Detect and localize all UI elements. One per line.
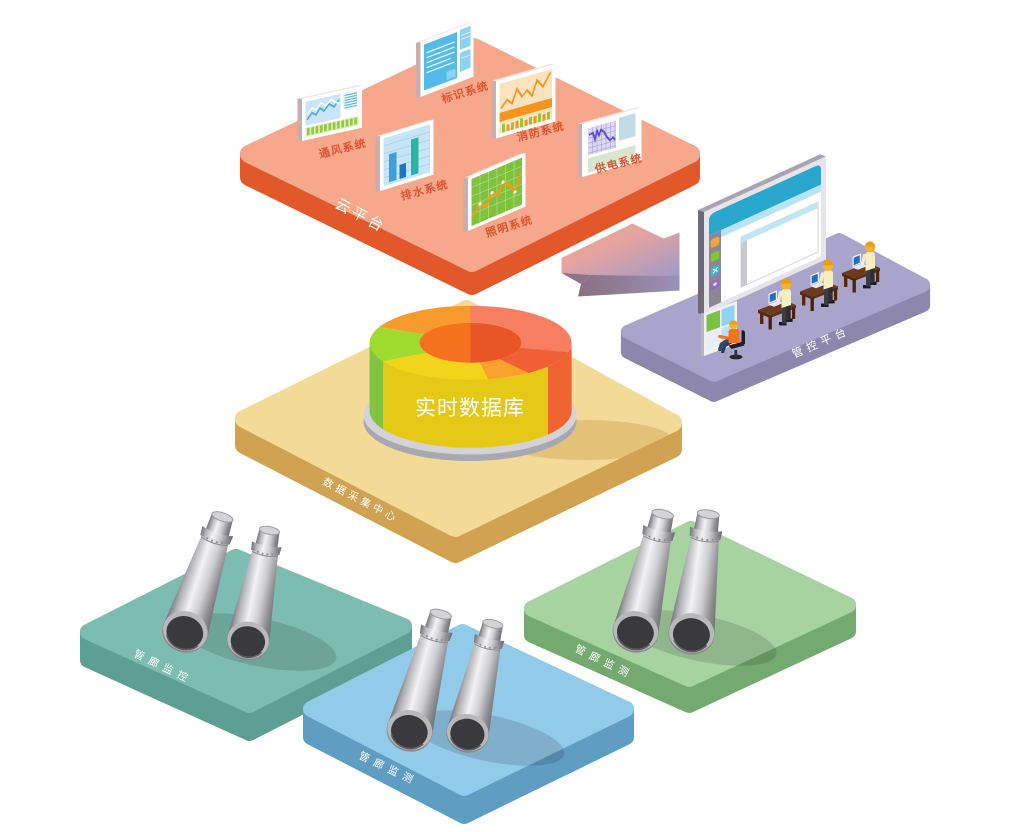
svg-text:实时数据库: 实时数据库 — [415, 397, 525, 420]
